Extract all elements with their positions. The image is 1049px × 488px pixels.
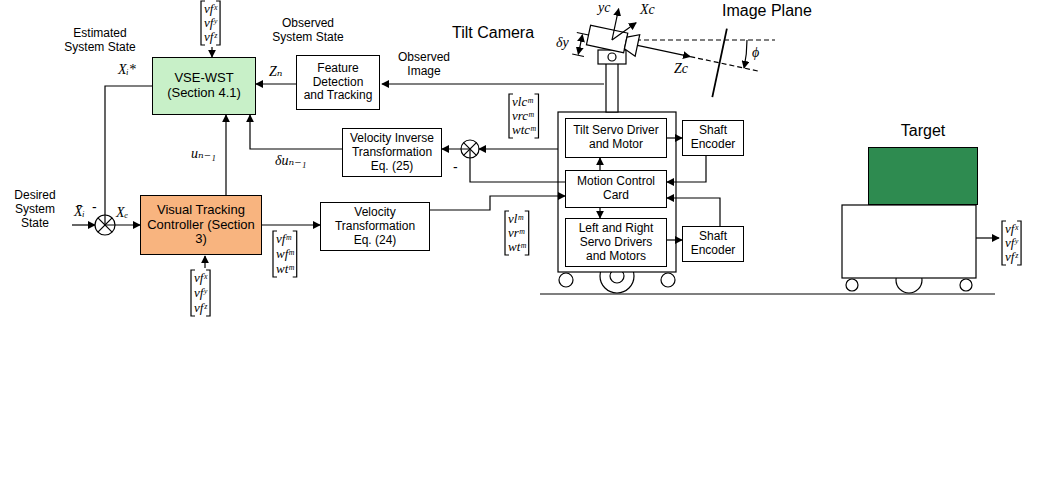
dimension-tick (572, 54, 584, 56)
process-box: Velocity Transformation Eq. (24) (320, 202, 430, 251)
signal-symbol: ϕ (752, 46, 759, 60)
box-label: Velocity Inverse Transformation Eq. (25) (347, 132, 437, 173)
caster-wheel (960, 279, 972, 291)
signal-connector (262, 224, 320, 225)
signal-symbol: Xc (640, 3, 655, 17)
signal-symbol: Xᵢ* (118, 63, 136, 77)
annotation: Tilt Camera (452, 26, 534, 40)
annotation: Image Plane (722, 4, 812, 18)
target-body (842, 205, 976, 278)
signal-symbol: vrcᵐ (512, 109, 534, 123)
tilt-axis (608, 53, 616, 61)
signal-symbol: vfᵐ (276, 232, 291, 246)
measured-velocity (479, 148, 558, 149)
box-label: Visual Tracking Controller (Section 3) (145, 203, 257, 248)
signal-label: δuₙ₋₁ (274, 153, 307, 168)
camera-body (586, 25, 627, 52)
image-plane (712, 29, 727, 97)
target-box: Target (868, 147, 978, 205)
encoder-box: Shaft Encoder (682, 226, 744, 262)
z-axis (637, 45, 690, 56)
box-label: Shaft Encoder (687, 124, 739, 152)
process-box: Velocity Inverse Transformation Eq. (25) (342, 128, 442, 177)
x-axis (612, 18, 636, 44)
caster-wheel (661, 273, 675, 287)
annotation: Observed Image (392, 50, 456, 78)
signal-label: Zₙ (268, 64, 283, 79)
velocity-input (211, 47, 212, 57)
tilt-angle-arc (744, 40, 747, 68)
signal-symbol: vfʸ (194, 286, 207, 300)
signal-symbol: vfᶻ (194, 301, 207, 315)
signal-symbol: vrᵐ (508, 226, 524, 240)
signal-symbol: wtcᵐ (512, 123, 535, 137)
signal-connector (225, 115, 226, 195)
signal-symbol: vfʸ (1005, 236, 1018, 250)
camera-lens (623, 32, 639, 56)
signal-connector (250, 115, 342, 149)
signal-connector (430, 196, 565, 210)
node-heading: Target (849, 122, 997, 140)
caster-wheel (559, 273, 573, 287)
signal-symbol: vlᵐ (508, 212, 523, 226)
box-label: Feature Detection and Tracking (301, 62, 375, 103)
estimator-box: VSE-WST (Section 4.1) (152, 57, 256, 115)
image-signal (382, 83, 604, 84)
annotation: Observed System State (266, 16, 350, 44)
box-label: Left and Right Servo Drivers and Motors (570, 222, 662, 263)
signal-symbol: wtᵐ (276, 262, 294, 276)
annotation: Desired System State (2, 188, 68, 230)
process-box: Feature Detection and Tracking (296, 55, 380, 110)
controller-box: Visual Tracking Controller (Section 3) (140, 195, 262, 255)
driver-box: Left and Right Servo Drivers and Motors (565, 218, 667, 267)
camera-post (606, 62, 618, 112)
reference-input (72, 224, 95, 225)
signal-symbol: vfʸ (204, 16, 217, 30)
signal-label: uₙ₋₁ (190, 146, 217, 161)
signal-symbol: wfᵐ (276, 247, 294, 261)
signal-symbol: Zc (674, 62, 688, 76)
velocity-input (204, 256, 205, 268)
signal-connector (667, 239, 682, 240)
dimension-tick (577, 33, 589, 35)
annotation: - (453, 160, 458, 174)
signal-connector (599, 208, 600, 218)
offset-dimension (578, 35, 582, 55)
box-label: Velocity Transformation Eq. (24) (325, 206, 425, 247)
target-velocity (976, 237, 999, 238)
box-label: Tilt Servo Driver and Motor (570, 124, 662, 152)
signal-symbol: vfˣ (194, 271, 207, 285)
annotation: Estimated System State (58, 26, 142, 54)
signal-symbol: Xₑ (116, 206, 128, 220)
controller-card: Motion Control Card (565, 170, 667, 208)
signal-connector (256, 83, 296, 84)
signal-connector (442, 149, 565, 182)
encoder-box: Shaft Encoder (682, 120, 744, 156)
signal-symbol: vfˣ (204, 2, 217, 16)
signal-symbol: vfᶻ (1005, 250, 1018, 264)
optical-axis (690, 57, 758, 72)
signal-connector (599, 158, 600, 170)
signal-symbol: X̄ᵢ (74, 205, 85, 219)
signal-symbol: δy (556, 36, 569, 50)
caster-wheel (846, 279, 858, 291)
signal-connector (667, 137, 682, 138)
driver-box: Tilt Servo Driver and Motor (565, 118, 667, 158)
signal-symbol: vfᶻ (204, 30, 217, 44)
ground-line (540, 293, 995, 294)
signal-symbol: vlcᵐ (512, 95, 533, 109)
box-label: Motion Control Card (570, 175, 662, 203)
signal-symbol: vfˣ (1005, 222, 1018, 236)
signal-symbol: yc (598, 1, 610, 15)
signal-connector (667, 198, 720, 226)
robot-body (558, 112, 676, 272)
box-label: Shaft Encoder (687, 230, 739, 258)
signal-symbol: wtᵐ (508, 240, 526, 254)
box-label: VSE-WST (Section 4.1) (157, 71, 251, 101)
signal-connector (667, 156, 706, 182)
annotation: - (92, 200, 97, 214)
